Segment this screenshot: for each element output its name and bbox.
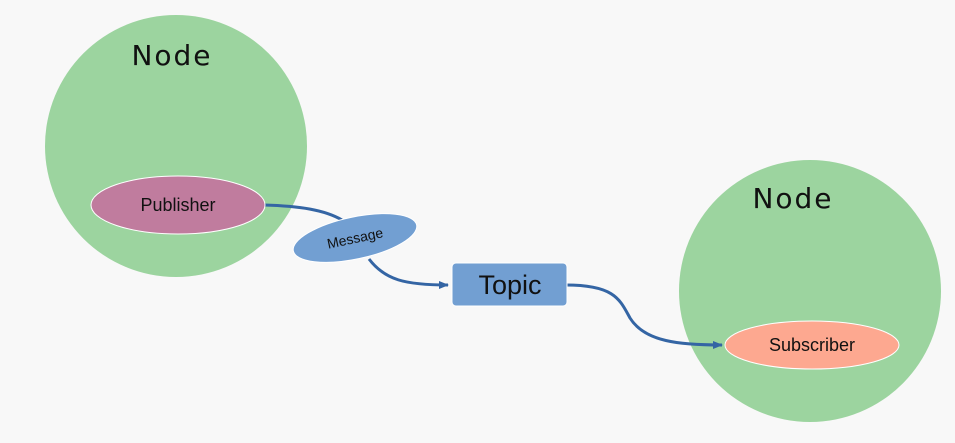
topic-to-subscriber-arrow — [565, 283, 723, 349]
subscriber-label: Subscriber — [769, 335, 855, 355]
publisher-to-message-connector — [263, 203, 343, 222]
publisher-node: Node — [45, 15, 307, 277]
topic-box — [451, 262, 568, 307]
topic: Topic — [451, 262, 568, 307]
publisher: Publisher — [90, 175, 266, 235]
message: Message — [292, 213, 418, 263]
publisher-node-title: Node — [131, 39, 212, 72]
subscriber-node-title: Node — [752, 182, 833, 215]
subscriber-node: Node — [679, 160, 941, 422]
subscriber: Subscriber — [724, 320, 900, 370]
publisher-ellipse — [90, 175, 266, 235]
message-to-topic-arrow — [367, 258, 449, 289]
publisher-label: Publisher — [140, 195, 215, 215]
message-ellipse — [292, 213, 418, 263]
topic-label: Topic — [478, 270, 541, 300]
subscriber-ellipse — [724, 320, 900, 370]
